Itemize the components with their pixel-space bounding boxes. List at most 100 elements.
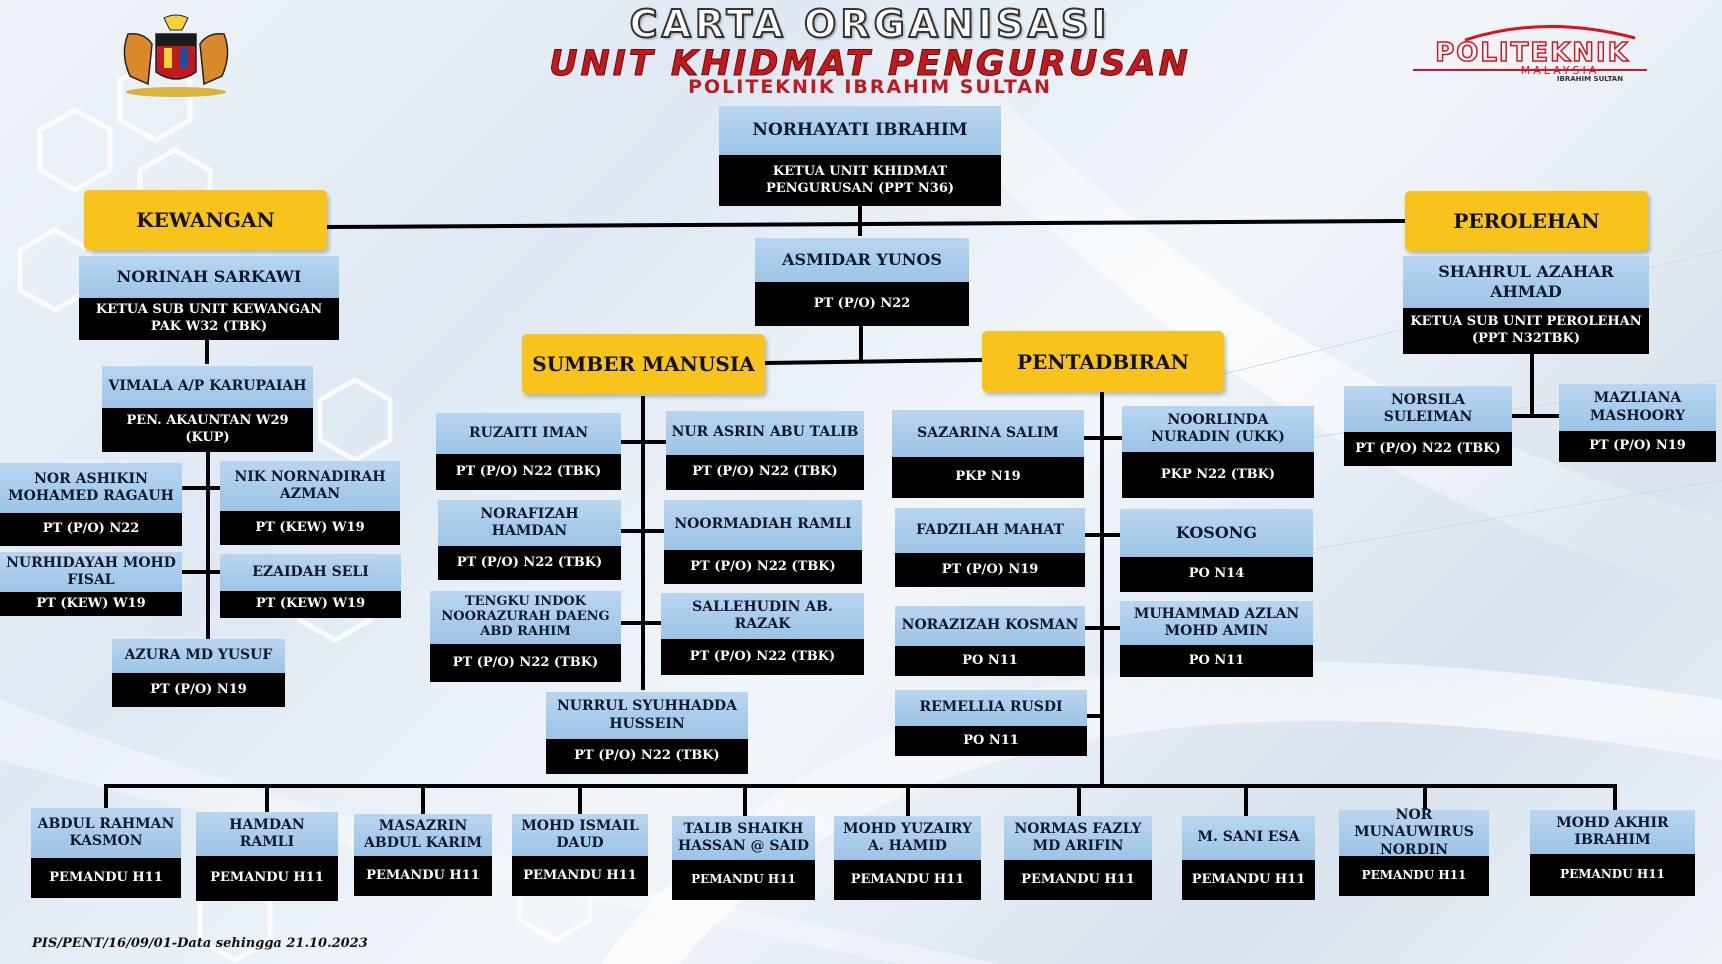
person-position: PEMANDU H11: [1182, 860, 1315, 900]
person-name: HAMDAN RAMLI: [196, 812, 338, 856]
person-name: NUR ASRIN ABU TALIB: [666, 411, 864, 455]
person-position: PT (P/O) N19: [112, 673, 285, 707]
person-name: MASAZRIN ABDUL KARIM: [354, 814, 492, 856]
person-name: MOHD ISMAIL DAUD: [512, 814, 648, 856]
person-name: EZAIDAH SELI: [220, 554, 401, 591]
person-position: PEMANDU H11: [1004, 860, 1152, 900]
person-position: PO N14: [1120, 557, 1313, 592]
org-box-nurrul: NURRUL SYUHHADDA HUSSEIN PT (P/O) N22 (T…: [546, 692, 748, 774]
org-box-vimala: VIMALA A/P KARUPAIAH PEN. AKAUNTAN W29 (…: [102, 366, 313, 452]
org-box-driver: HAMDAN RAMLI PEMANDU H11: [196, 812, 338, 901]
org-box-driver: ABDUL RAHMAN KASMON PEMANDU H11: [31, 808, 181, 898]
person-name: NORINAH SARKAWI: [79, 256, 339, 298]
person-position: PEMANDU H11: [31, 858, 181, 898]
institution-title: POLITEKNIK IBRAHIM SULTAN: [688, 76, 1052, 98]
person-name: NOORLINDA NURADIN (UKK): [1122, 406, 1314, 452]
person-position: PEMANDU H11: [354, 856, 492, 896]
politeknik-swoosh-icon: [1413, 25, 1647, 71]
person-name: MOHD AKHIR IBRAHIM: [1530, 810, 1695, 854]
person-position: PO N11: [895, 646, 1085, 676]
person-name: TALIB SHAIKH HASSAN @ SAID: [672, 816, 815, 860]
dept-pentadbiran: PENTADBIRAN: [982, 331, 1224, 392]
org-box-driver: NOR MUNAUWIRUS NORDIN PEMANDU H11: [1339, 807, 1489, 896]
org-box-driver: MOHD ISMAIL DAUD PEMANDU H11: [512, 814, 648, 896]
logo-sub-malaysia: MALAYSIA: [1520, 64, 1600, 77]
org-box-azlan: MUHAMMAD AZLAN MOHD AMIN PO N11: [1120, 601, 1313, 677]
person-position: PEMANDU H11: [1530, 854, 1695, 896]
org-box-nur-asrin: NUR ASRIN ABU TALIB PT (P/O) N22 (TBK): [666, 411, 864, 490]
person-name: AZURA MD YUSUF: [112, 639, 285, 673]
person-name: VIMALA A/P KARUPAIAH: [102, 366, 313, 408]
person-position: PEN. AKAUNTAN W29 (KUP): [102, 408, 313, 452]
person-position: PT (P/O) N22 (TBK): [438, 546, 621, 580]
person-position: PT (KEW) W19: [220, 591, 401, 618]
dept-sumber-manusia: SUMBER MANUSIA: [522, 334, 765, 394]
person-position: PEMANDU H11: [512, 856, 648, 896]
person-name: ABDUL RAHMAN KASMON: [31, 808, 181, 858]
person-name: REMELLIA RUSDI: [895, 690, 1087, 726]
person-position: KETUA UNIT KHIDMAT PENGURUSAN (PPT N36): [719, 155, 1001, 206]
person-position: PT (P/O) N22 (TBK): [661, 639, 864, 675]
unit-title: UNIT KHIDMAT PENGURUSAN: [549, 44, 1191, 85]
person-position: PT (P/O) N22 (TBK): [1344, 432, 1512, 466]
person-name: NURHIDAYAH MOHD FISAL: [0, 552, 182, 592]
org-box-noorlinda: NOORLINDA NURADIN (UKK) PKP N22 (TBK): [1122, 406, 1314, 498]
person-position: PT (P/O) N22 (TBK): [664, 550, 862, 584]
org-box-tengku: TENGKU INDOK NOORAZURAH DAENG ABD RAHIM …: [430, 591, 621, 682]
person-position: PT (P/O) N22 (TBK): [666, 455, 864, 490]
org-box-head: NORHAYATI IBRAHIM KETUA UNIT KHIDMAT PEN…: [719, 106, 1001, 206]
org-box-shahrul: SHAHRUL AZAHAR AHMAD KETUA SUB UNIT PERO…: [1403, 256, 1649, 354]
org-box-fadzilah: FADZILAH MAHAT PT (P/O) N19: [895, 508, 1085, 587]
person-position: KETUA SUB UNIT PEROLEHAN (PPT N32TBK): [1403, 308, 1649, 354]
person-name: KOSONG: [1120, 509, 1313, 557]
org-box-norinah: NORINAH SARKAWI KETUA SUB UNIT KEWANGAN …: [79, 256, 339, 340]
person-position: PO N11: [1120, 645, 1313, 677]
org-box-azura: AZURA MD YUSUF PT (P/O) N19: [112, 639, 285, 707]
person-position: PT (P/O) N22 (TBK): [430, 644, 621, 682]
dept-perolehan: PEROLEHAN: [1405, 191, 1648, 251]
org-box-sallehudin: SALLEHUDIN AB. RAZAK PT (P/O) N22 (TBK): [661, 593, 864, 675]
person-name: NOORMADIAH RAMLI: [664, 500, 862, 550]
person-position: PO N11: [895, 726, 1087, 756]
org-box-driver: MOHD YUZAIRY A. HAMID PEMANDU H11: [834, 816, 981, 900]
person-position: PEMANDU H11: [672, 860, 815, 900]
org-box-norafizah: NORAFIZAH HAMDAN PT (P/O) N22 (TBK): [438, 500, 621, 580]
org-box-driver: MASAZRIN ABDUL KARIM PEMANDU H11: [354, 814, 492, 896]
org-box-nurhidayah: NURHIDAYAH MOHD FISAL PT (KEW) W19: [0, 552, 182, 616]
org-box-driver: TALIB SHAIKH HASSAN @ SAID PEMANDU H11: [672, 816, 815, 900]
footer-reference: PIS/PENT/16/09/01-Data sehingga 21.10.20…: [32, 936, 368, 951]
org-box-mazliana: MAZLIANA MASHOORY PT (P/O) N19: [1559, 384, 1716, 462]
org-box-sazarina: SAZARINA SALIM PKP N19: [892, 410, 1084, 498]
person-name: MOHD YUZAIRY A. HAMID: [834, 816, 981, 860]
person-name: NOR MUNAUWIRUS NORDIN: [1339, 807, 1489, 858]
org-box-kosong: KOSONG PO N14: [1120, 509, 1313, 592]
person-name: NIK NORNADIRAH AZMAN: [220, 461, 400, 511]
person-position: PKP N19: [892, 457, 1084, 498]
person-name: ASMIDAR YUNOS: [755, 238, 969, 282]
person-position: PT (P/O) N22 (TBK): [546, 739, 748, 774]
person-name: M. SANI ESA: [1182, 816, 1315, 860]
person-name: MUHAMMAD AZLAN MOHD AMIN: [1120, 601, 1313, 645]
person-position: PT (KEW) W19: [220, 511, 400, 545]
org-box-nor-ashikin: NOR ASHIKIN MOHAMED RAGAUH PT (P/O) N22: [0, 463, 182, 546]
org-box-remellia: REMELLIA RUSDI PO N11: [895, 690, 1087, 756]
person-name: NORMAS FAZLY MD ARIFIN: [1004, 816, 1152, 860]
org-box-driver: M. SANI ESA PEMANDU H11: [1182, 816, 1315, 900]
person-name: NURRUL SYUHHADDA HUSSEIN: [546, 692, 748, 739]
org-box-driver: NORMAS FAZLY MD ARIFIN PEMANDU H11: [1004, 816, 1152, 900]
person-position: PT (P/O) N19: [895, 553, 1085, 587]
person-name: NOR ASHIKIN MOHAMED RAGAUH: [0, 463, 182, 513]
org-box-ruzaiti: RUZAITI IMAN PT (P/O) N22 (TBK): [436, 413, 621, 490]
org-box-norazizah: NORAZIZAH KOSMAN PO N11: [895, 606, 1085, 676]
org-box-nik: NIK NORNADIRAH AZMAN PT (KEW) W19: [220, 461, 400, 545]
dept-kewangan: KEWANGAN: [84, 190, 327, 250]
person-name: SALLEHUDIN AB. RAZAK: [661, 593, 864, 639]
person-name: NORAFIZAH HAMDAN: [438, 500, 621, 546]
person-position: PEMANDU H11: [834, 860, 981, 900]
person-position: PKP N22 (TBK): [1122, 452, 1314, 498]
person-name: SAZARINA SALIM: [892, 410, 1084, 457]
person-position: PT (P/O) N19: [1559, 431, 1716, 462]
person-name: MAZLIANA MASHOORY: [1559, 384, 1716, 431]
person-position: PT (P/O) N22 (TBK): [436, 454, 621, 490]
